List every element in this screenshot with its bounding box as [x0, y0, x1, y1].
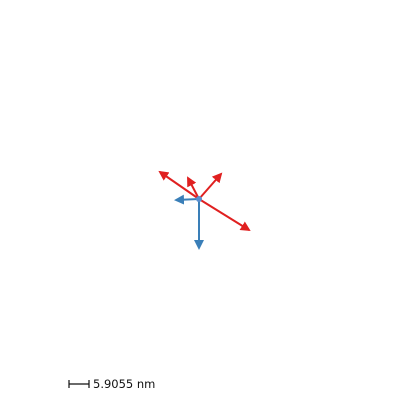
blue-arrow-left: [174, 194, 200, 205]
scale-bar: 5.9055 nm: [68, 376, 155, 392]
red-arrow-upper-right: [198, 172, 223, 200]
red-arrow-lower-right: [198, 198, 251, 232]
red-arrow-upper-left: [158, 170, 200, 200]
scale-bar-label: 5.9055 nm: [93, 377, 156, 391]
center-marker: [196, 196, 202, 202]
scale-bar-icon: [68, 380, 90, 388]
red-arrow-up: [187, 176, 200, 200]
